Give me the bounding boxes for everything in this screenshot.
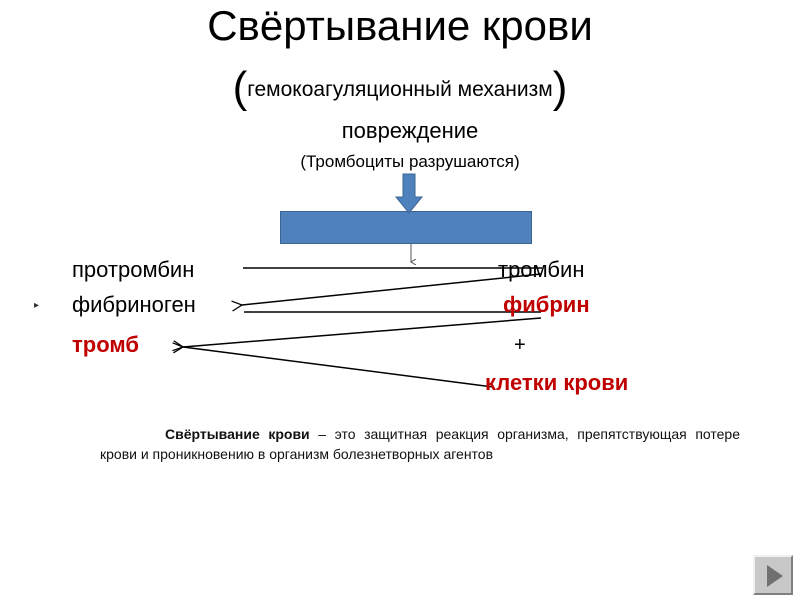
term-thrombin: тромбин [498, 257, 585, 282]
damage-label: повреждение [341, 118, 479, 143]
fibrin-thrombus-arrow [183, 317, 542, 347]
reaction-box [280, 211, 532, 244]
definition-body: – это защитная реакция организма, препят… [100, 426, 740, 462]
term-thrombus: тромб [72, 332, 139, 357]
term-prothrombin: протромбин [72, 257, 195, 282]
play-triangle-icon [767, 565, 783, 587]
definition-term: Свёртывание крови [165, 426, 310, 442]
definition-text: Свёртывание крови – это защитная реакция… [100, 424, 740, 464]
cells-thrombus-arrow [183, 347, 494, 388]
subtitle-text: гемокоагуляционный механизм [247, 78, 553, 101]
plus-sign: + [514, 334, 526, 356]
platelets-label: (Тромбоциты разрушаются) [300, 152, 520, 171]
slide-title: Свёртывание крови [207, 2, 593, 49]
term-fibrin: фибрин [503, 292, 590, 317]
next-slide-button[interactable] [753, 555, 793, 595]
subtitle-open-paren: ( [232, 63, 248, 112]
thrombin-fibrinogen-arrow [242, 273, 542, 305]
term-blood-cells: клетки крови [485, 370, 629, 395]
down-arrow [394, 173, 424, 214]
subtitle-close-paren: ) [552, 63, 568, 112]
slide-subtitle: (гемокоагуляционный механизм) [0, 58, 800, 120]
bullet-marker: ▸ [34, 300, 40, 311]
term-fibrinogen: фибриноген [72, 292, 196, 317]
